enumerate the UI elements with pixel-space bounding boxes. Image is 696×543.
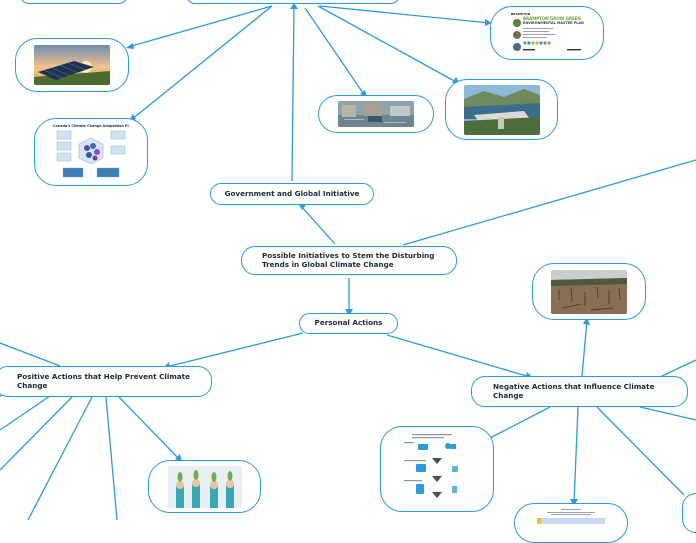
negative-actions-label: Negative Actions that Influence Climate … — [493, 382, 655, 400]
offscreen-node-bottom-right[interactable] — [682, 493, 696, 533]
connector-pos-off5 — [27, 396, 93, 520]
deforestation-photo — [551, 269, 627, 314]
personal-actions-label: Personal Actions — [314, 318, 383, 328]
arrowhead-masterplan — [485, 19, 492, 26]
deforestation-image-node[interactable] — [532, 263, 646, 320]
government-initiative-node[interactable]: Government and Global Initiative — [210, 183, 374, 205]
connector-gov-top — [291, 5, 295, 182]
flooded-street-photo — [338, 101, 414, 127]
offscreen-node-top-center[interactable] — [186, 0, 400, 4]
connector-personal-negative — [386, 334, 531, 378]
connector-pos-off6 — [105, 396, 118, 520]
connector-adaptation — [130, 5, 273, 121]
connector-neg-right — [639, 406, 696, 421]
arrowhead-neg-bottom — [570, 499, 578, 506]
root-topic-node[interactable]: Possible Initiatives to Stem the Disturb… — [241, 246, 457, 275]
arrowhead-solar — [126, 43, 134, 49]
arrowhead-gov-top — [290, 3, 298, 9]
adaptation-diagram-title: Canada's Climate Change Adaptation Platf… — [53, 124, 129, 128]
positive-actions-label: Positive Actions that Help Prevent Clima… — [17, 372, 190, 390]
dam-image-node[interactable] — [445, 79, 558, 140]
offscreen-node-top-left[interactable] — [20, 0, 128, 4]
connector-dam — [317, 5, 459, 84]
connector-neg-bottomright — [596, 406, 685, 496]
hydro-dam-photo — [463, 84, 540, 135]
connector-masterplan — [319, 5, 491, 24]
master-plan-brand: BRAMPTON — [511, 12, 531, 16]
connector-pos-off1 — [0, 342, 61, 367]
connector-deforestation — [581, 319, 588, 377]
connector-pos-off3 — [0, 395, 51, 431]
connector-pos-off4 — [0, 396, 73, 471]
adaptation-platform-diagram: Canada's Climate Change Adaptation Platf… — [53, 122, 129, 182]
personal-actions-node[interactable]: Personal Actions — [299, 313, 398, 334]
positive-actions-node[interactable]: Positive Actions that Help Prevent Clima… — [0, 366, 212, 397]
bottom-document-image-node[interactable] — [514, 503, 628, 543]
connector-flood — [304, 7, 366, 97]
negative-actions-node[interactable]: Negative Actions that Influence Climate … — [471, 376, 688, 407]
master-plan-title-line2: ENVIRONMENTAL MASTER PLAN — [523, 21, 584, 25]
solar-panels-image-node[interactable] — [15, 38, 129, 92]
connector-neg-upright — [659, 359, 696, 378]
connector-seedlings — [118, 396, 181, 461]
government-initiative-label: Government and Global Initiative — [224, 188, 360, 198]
master-plan-document: BRAMPTON BRAMPTON GROW GREEN ENVIRONMENT… — [509, 11, 585, 55]
seedlings-image-node[interactable] — [148, 460, 261, 513]
footprint-infographic-image-node[interactable] — [380, 426, 494, 512]
connector-personal-positive — [165, 332, 304, 368]
connector-neg-bottom — [573, 406, 579, 504]
connector-solar — [127, 5, 273, 48]
connector-root-gov — [299, 204, 336, 245]
adaptation-platform-image-node[interactable]: Canada's Climate Change Adaptation Platf… — [34, 118, 148, 186]
solar-panels-photo — [34, 45, 110, 85]
flood-image-node[interactable] — [318, 95, 434, 133]
connector-infographic — [489, 406, 551, 439]
master-plan-image-node[interactable]: BRAMPTON BRAMPTON GROW GREEN ENVIRONMENT… — [490, 6, 604, 60]
seedlings-in-hands-photo — [167, 465, 242, 508]
carbon-footprint-infographic — [400, 432, 474, 506]
arrowhead-personal — [345, 309, 353, 316]
arrowhead-deforestation — [583, 317, 590, 325]
root-topic-label: Possible Initiatives to Stem the Disturb… — [262, 251, 435, 269]
connector-root-offscreen — [402, 159, 696, 246]
bottom-document-thumbnail — [533, 508, 609, 524]
master-plan-title-line1: BRAMPTON GROW GREEN — [523, 16, 581, 21]
